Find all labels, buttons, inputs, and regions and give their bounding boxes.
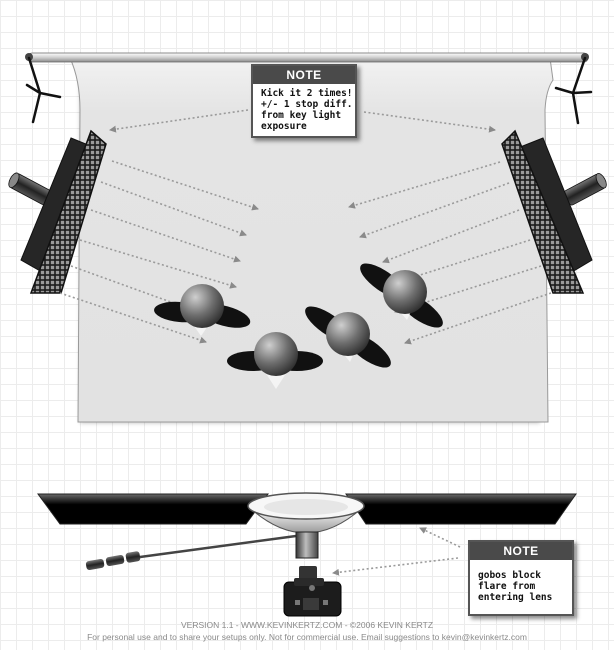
light-arrow <box>404 292 552 345</box>
note-top-line: from key light <box>261 110 342 121</box>
note-top-title: NOTE <box>253 66 355 84</box>
light-arrow <box>382 209 520 264</box>
note-bottom-line: flare from <box>478 581 536 592</box>
note-arrow <box>332 557 459 576</box>
note-bottom-line: gobos block <box>478 570 541 581</box>
light-arrows <box>59 109 552 576</box>
note-arrow <box>419 527 461 548</box>
note-bottom-title: NOTE <box>470 542 572 560</box>
note-top: NOTE Kick it 2 times! +/- 1 stop diff. f… <box>251 64 357 138</box>
subject-4 <box>360 263 443 328</box>
backdrop-crossbar <box>25 52 589 63</box>
backdrop-stand-right <box>554 56 593 125</box>
note-bottom-body: gobos block flare from entering lens <box>470 560 572 607</box>
note-top-line: exposure <box>261 121 307 132</box>
backdrop-stand-left <box>25 56 62 124</box>
note-bottom: NOTE gobos block flare from entering len… <box>468 540 574 616</box>
subject-2 <box>227 332 323 389</box>
footer: VERSION 1.1 - WWW.KEVINKERTZ.COM - ©2006… <box>0 619 614 643</box>
footer-version-line: VERSION 1.1 - WWW.KEVINKERTZ.COM - ©2006… <box>180 620 434 630</box>
gobo-right <box>345 493 577 525</box>
note-bottom-line: entering lens <box>478 592 553 603</box>
softbox-left <box>8 129 107 294</box>
note-top-body: Kick it 2 times! +/- 1 stop diff. from k… <box>253 84 355 136</box>
subject-3 <box>305 306 391 368</box>
camera-icon <box>283 566 342 617</box>
note-top-line: +/- 1 stop diff. <box>261 99 353 110</box>
subject-1 <box>154 284 251 336</box>
light-arrow <box>359 182 510 239</box>
light-arrow <box>391 239 531 286</box>
note-arrow <box>109 109 249 133</box>
light-arrow <box>90 209 241 263</box>
beauty-dish <box>247 492 365 559</box>
softbox-right <box>501 129 607 294</box>
light-arrow <box>59 292 207 344</box>
light-arrow <box>100 181 247 237</box>
footer-usage-line: For personal use and to share your setup… <box>87 632 527 642</box>
light-arrow <box>111 160 259 211</box>
boom-arm <box>85 534 297 571</box>
light-arrow <box>79 239 237 289</box>
light-arrow <box>348 161 501 209</box>
note-top-line: Kick it 2 times! <box>261 88 353 99</box>
gobo-left <box>37 493 269 525</box>
